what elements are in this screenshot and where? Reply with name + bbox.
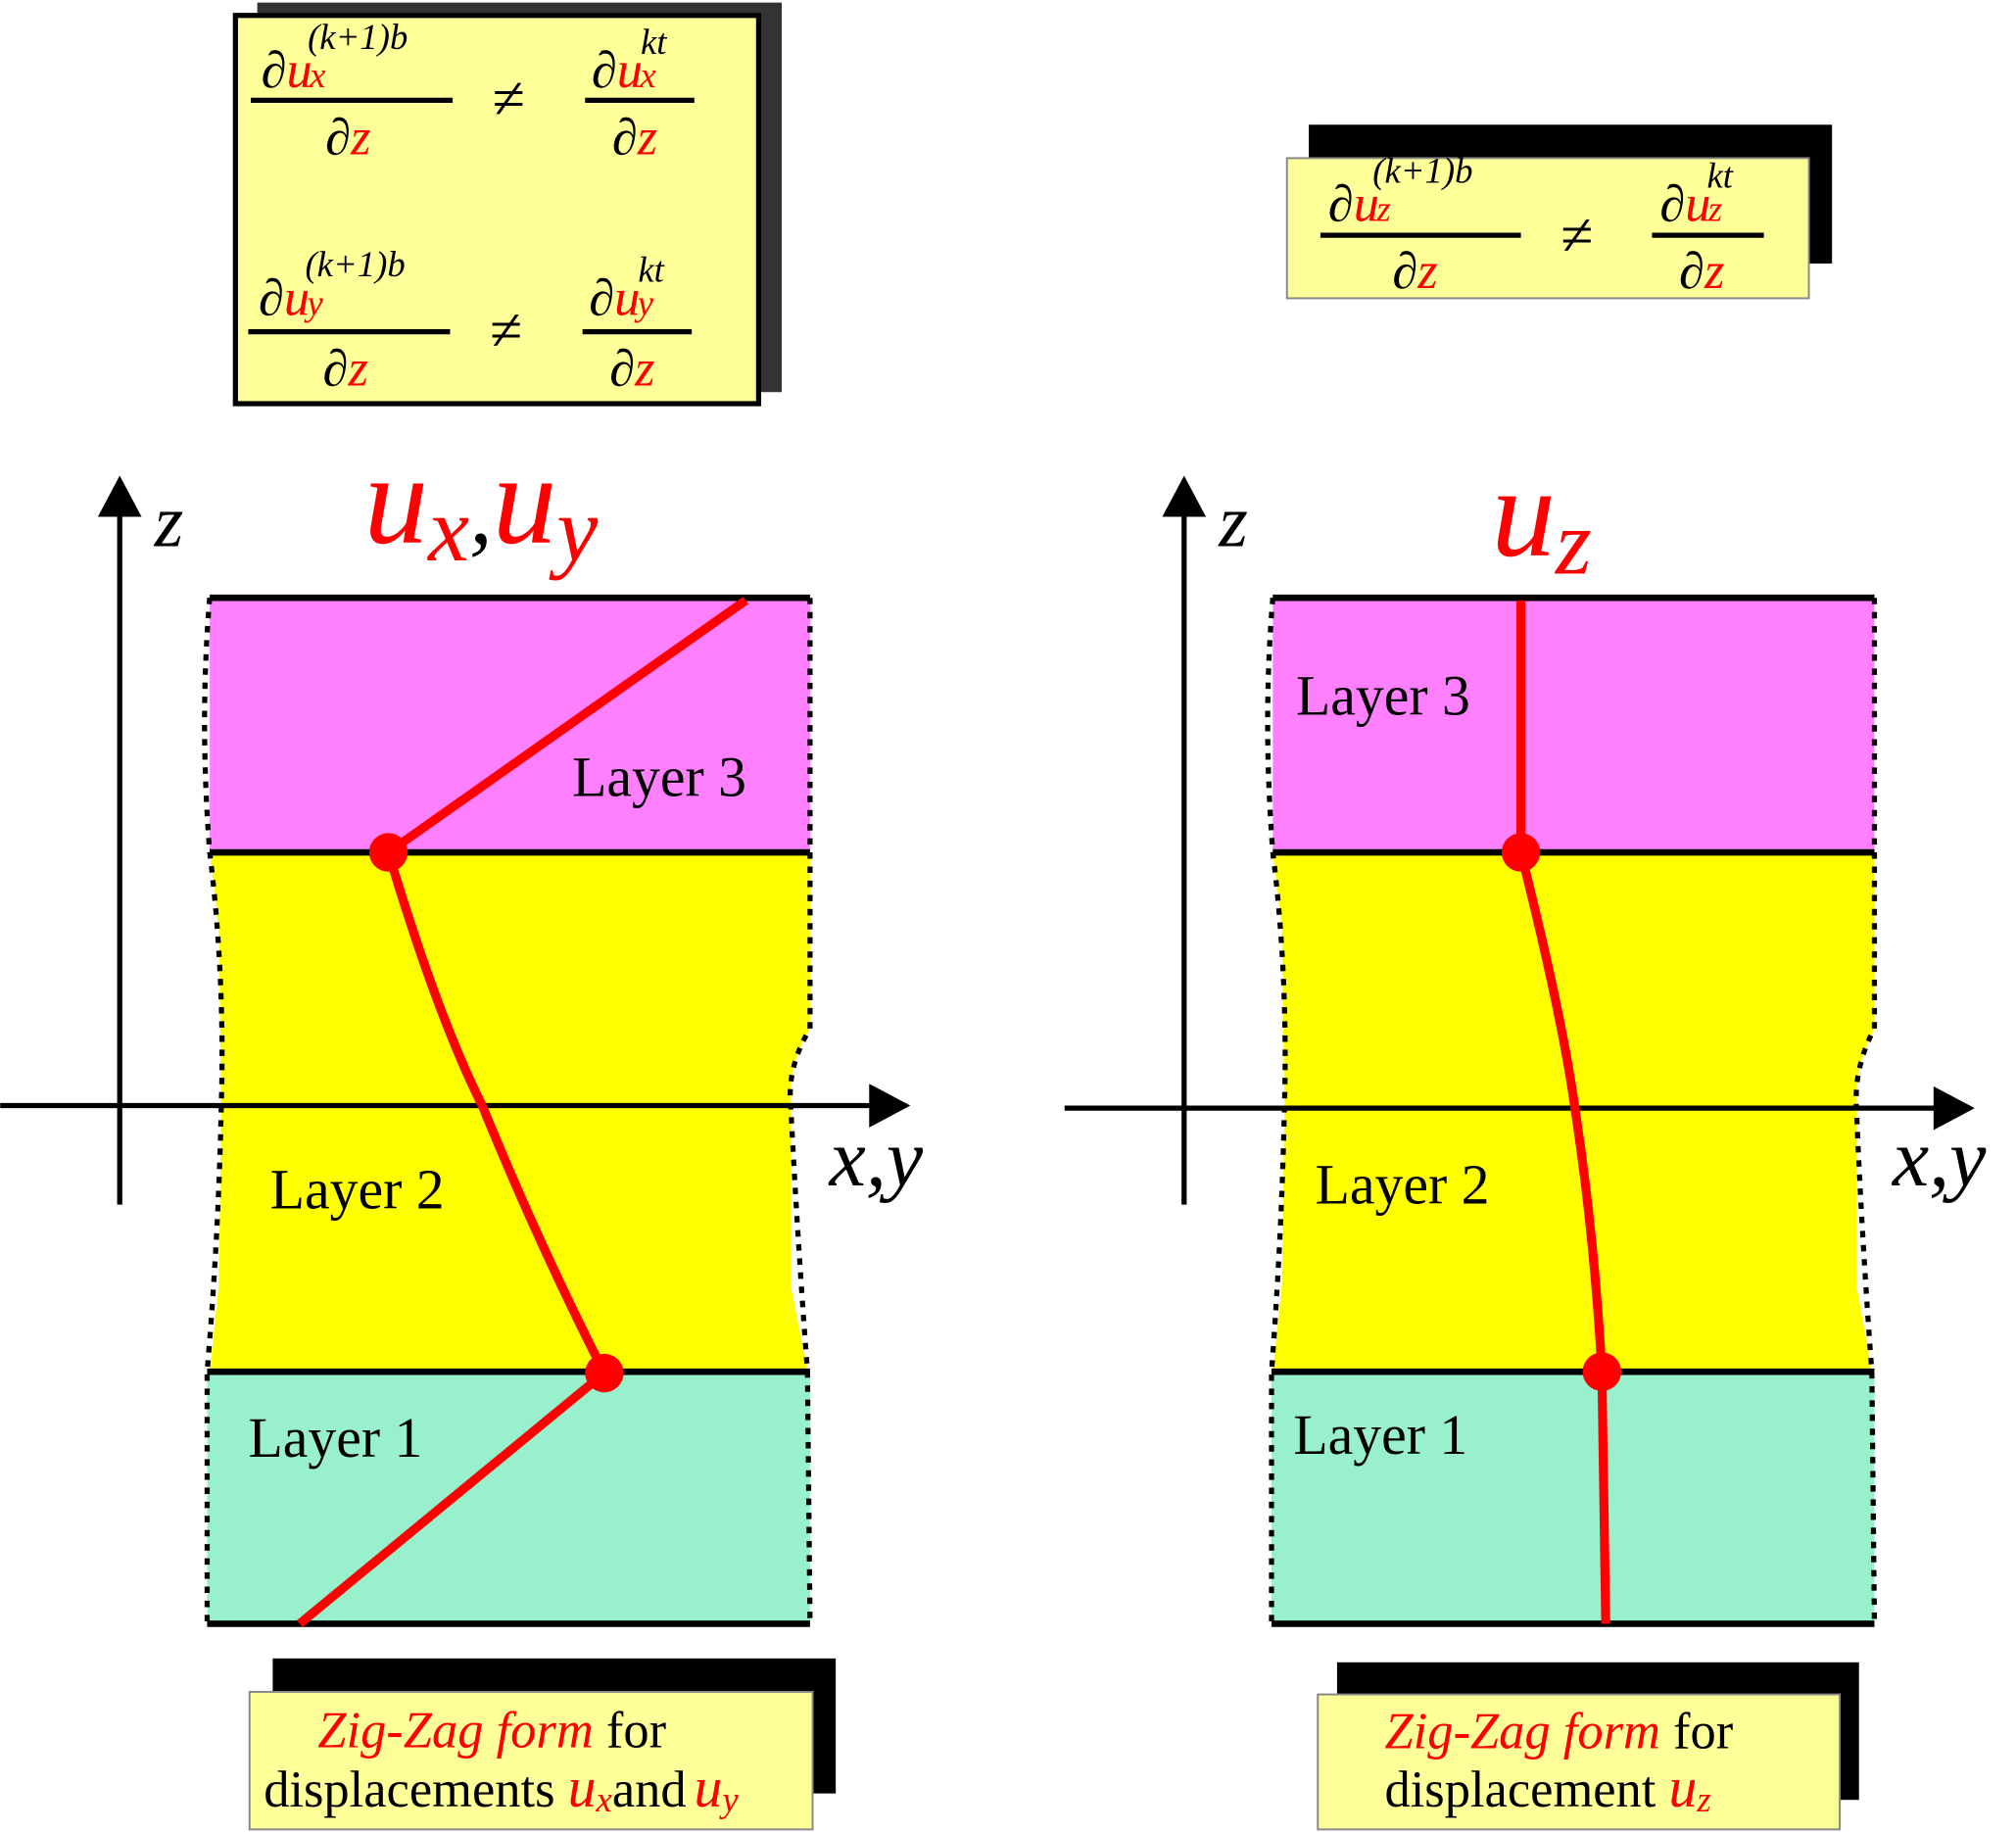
box-background bbox=[248, 1690, 814, 1831]
caption-line-2: displacement uz bbox=[1384, 1758, 1710, 1819]
not-equal-sign: ≠ bbox=[1560, 203, 1593, 268]
formula-uz-bottom-numerator: ∂uz(k+1)b bbox=[1328, 150, 1473, 232]
formula-denominator: ∂z bbox=[609, 341, 654, 398]
box-background bbox=[1317, 1693, 1842, 1831]
formula-denominator: ∂z bbox=[612, 109, 657, 166]
caption-line-1: Zig-Zag form for bbox=[317, 1702, 666, 1759]
not-equal-sign: ≠ bbox=[493, 67, 525, 132]
formula-uy-bottom-numerator: ∂uy(k+1)b bbox=[259, 244, 406, 326]
caption-line-1: Zig-Zag form for bbox=[1384, 1704, 1733, 1760]
formula-uy-top-numerator: ∂uykt bbox=[589, 249, 664, 326]
xy-axis-label: x,y bbox=[1891, 1113, 1987, 1204]
interface-point bbox=[1582, 1352, 1621, 1391]
zigzag-displacement-curve bbox=[1516, 600, 1610, 1624]
formula-denominator: ∂z bbox=[1679, 243, 1724, 300]
xy-axis-arrow-icon bbox=[1933, 1085, 1975, 1131]
xy-axis-arrow-icon bbox=[869, 1084, 911, 1128]
formula-box-inplane: ∂ux(k+1)b ∂z ≠ ∂uxkt ∂z ∂uy(k+1)b ∂z ≠ ∂… bbox=[232, 2, 783, 407]
layer-1-label: Layer 1 bbox=[1293, 1405, 1467, 1467]
box-background bbox=[1285, 157, 1810, 300]
right-deformed-edge bbox=[1853, 598, 1878, 1624]
formula-ux-bottom-numerator: ∂ux(k+1)b bbox=[262, 17, 408, 99]
formula-uz-top-numerator: ∂uzkt bbox=[1659, 156, 1733, 233]
interface-point bbox=[585, 1353, 624, 1393]
formula-ux-top-numerator: ∂uxkt bbox=[592, 22, 667, 99]
inplane-displacement-diagram: z x,y ux,uy Layer 3 Layer 2 Layer 1 bbox=[0, 429, 924, 1627]
left-deformed-edge bbox=[202, 597, 225, 1624]
formula-box-transverse: ∂uz(k+1)b ∂z ≠ ∂uzkt ∂z bbox=[1285, 124, 1833, 300]
layer-3-region bbox=[1272, 598, 1875, 853]
right-deformed-edge bbox=[788, 598, 813, 1624]
layer-3-region bbox=[210, 598, 810, 853]
formula-denominator: ∂z bbox=[323, 341, 368, 398]
layer-1-region bbox=[1272, 1372, 1875, 1624]
z-axis-label: z bbox=[1218, 481, 1248, 563]
z-axis-label: z bbox=[154, 481, 184, 563]
xy-axis-label: x,y bbox=[828, 1113, 924, 1204]
z-axis-arrow-icon bbox=[97, 475, 142, 517]
layer-2-label: Layer 2 bbox=[1316, 1154, 1490, 1216]
transverse-displacement-diagram: z x,y uz Layer 3 Layer 2 Layer 1 bbox=[1064, 442, 1987, 1627]
z-axis-arrow-icon bbox=[1162, 475, 1207, 517]
caption-right: Zig-Zag form for displacement uz bbox=[1317, 1662, 1859, 1831]
layer-1-label: Layer 1 bbox=[248, 1408, 422, 1470]
interface-point bbox=[1501, 833, 1541, 872]
layer-1-region bbox=[207, 1372, 810, 1624]
layer-2-region bbox=[210, 852, 810, 1373]
interface-point bbox=[368, 833, 408, 872]
diagram-title: ux,uy bbox=[364, 429, 599, 581]
not-equal-sign: ≠ bbox=[490, 298, 522, 363]
layer-3-label: Layer 3 bbox=[572, 747, 746, 808]
layer-3-label: Layer 3 bbox=[1296, 666, 1470, 728]
formula-denominator: ∂z bbox=[325, 109, 370, 166]
zigzag-displacement-curve bbox=[297, 597, 748, 1627]
formula-denominator: ∂z bbox=[1392, 243, 1437, 300]
layer-2-label: Layer 2 bbox=[270, 1160, 445, 1222]
box-background bbox=[232, 13, 762, 407]
diagram-title: uz bbox=[1491, 442, 1591, 594]
left-deformed-edge bbox=[1265, 597, 1288, 1624]
